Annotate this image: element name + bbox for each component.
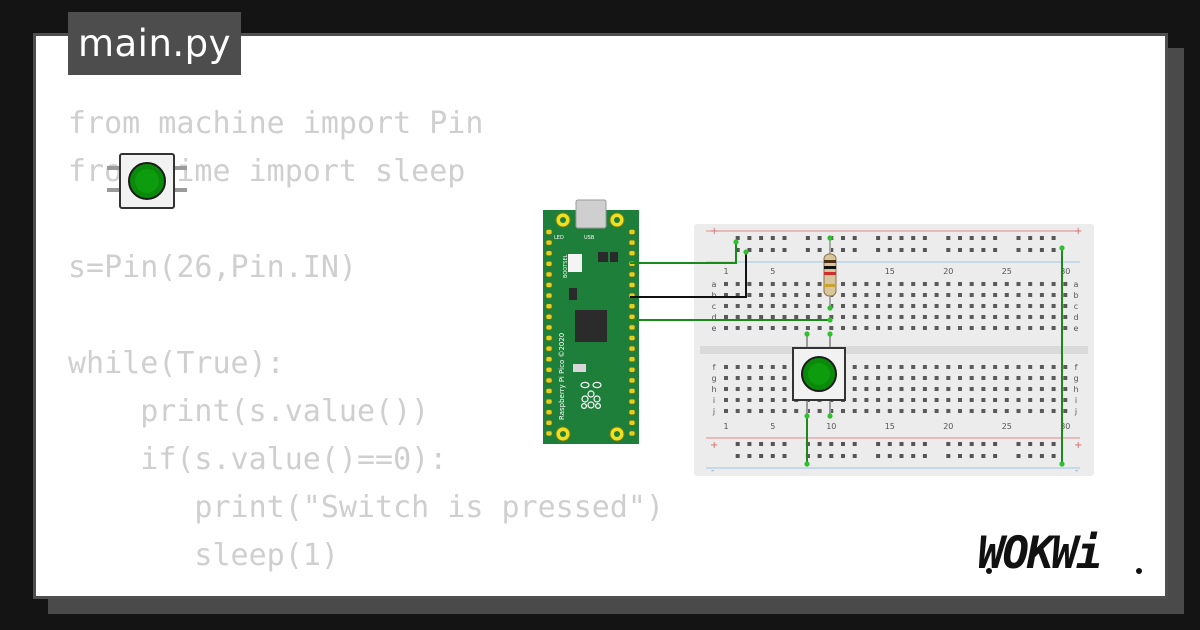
column-label: 25 <box>1002 267 1012 276</box>
column-label: 1 <box>723 422 728 431</box>
pico-brand-label: Raspberry Pi Pico ©2020 <box>558 333 566 420</box>
row-label: d <box>1073 313 1078 322</box>
row-label: e <box>712 324 717 333</box>
wire-endpoints <box>733 235 1065 467</box>
raspberry-pi-pico[interactable]: LED USB BOOTSEL Raspberry Pi Pico ©2020 <box>543 199 639 444</box>
row-label: d <box>711 313 716 322</box>
row-label: h <box>1073 385 1078 394</box>
resistor-component[interactable] <box>823 238 837 308</box>
pico-pin-headers[interactable] <box>545 229 636 437</box>
pushbutton-component[interactable] <box>105 152 189 212</box>
row-label: c <box>1074 302 1078 311</box>
row-label: j <box>712 407 715 416</box>
row-label: b <box>711 291 716 300</box>
rail-minus-label: - <box>1075 466 1078 476</box>
row-label: i <box>1075 396 1077 405</box>
column-label: 30 <box>1060 422 1070 431</box>
column-label: 5 <box>770 267 775 276</box>
row-label: b <box>1073 291 1078 300</box>
column-label: 30 <box>1060 267 1070 276</box>
column-label: 15 <box>885 422 895 431</box>
breadboard[interactable]: + + + + - - 115510101515202025253030aabb… <box>694 224 1094 476</box>
code-line: print(s.value()) <box>68 394 430 429</box>
column-label: 20 <box>943 267 953 276</box>
column-label: 10 <box>826 422 836 431</box>
row-label: f <box>1075 363 1078 372</box>
code-line: from machine import Pin <box>68 106 484 141</box>
breadboard-holes[interactable] <box>724 236 1068 458</box>
column-label: 20 <box>943 422 953 431</box>
bootsel-button[interactable] <box>568 254 582 272</box>
silk-usb-label: USB <box>584 235 595 241</box>
row-label: a <box>712 280 717 289</box>
row-label: e <box>1074 324 1079 333</box>
file-tab-main-py[interactable]: main.py <box>68 12 241 75</box>
rail-plus-label: + <box>710 440 718 451</box>
wires[interactable] <box>630 242 1063 464</box>
breadboard-labels: 115510101515202025253030aabbccddeeffgghh… <box>711 267 1078 431</box>
row-label: g <box>1073 374 1078 383</box>
breadboard-pushbutton[interactable] <box>792 334 846 416</box>
code-line: while(True): <box>68 346 285 381</box>
column-label: 1 <box>723 267 728 276</box>
row-label: h <box>711 385 716 394</box>
column-label: 25 <box>1002 422 1012 431</box>
rail-plus-label: + <box>1074 440 1082 451</box>
column-label: 5 <box>770 422 775 431</box>
row-label: g <box>711 374 716 383</box>
row-label: i <box>713 396 715 405</box>
rp2040-chip <box>575 310 607 342</box>
row-label: j <box>1074 407 1077 416</box>
raspberry-logo-icon <box>580 381 602 410</box>
column-label: 15 <box>885 267 895 276</box>
row-label: f <box>713 363 716 372</box>
usb-port-icon <box>575 199 607 229</box>
rail-plus-label: + <box>1074 226 1082 237</box>
silk-bootsel-label: BOOTSEL <box>563 254 569 278</box>
wokwi-logo-text: WOKWi <box>978 528 1100 576</box>
wokwi-logo: WOKWi <box>978 528 1142 576</box>
code-line: s=Pin(26,Pin.IN) <box>68 250 357 285</box>
rail-minus-label: - <box>711 466 714 476</box>
rail-plus-label: + <box>710 226 718 237</box>
row-label: c <box>712 302 716 311</box>
silk-led-label: LED <box>554 235 564 241</box>
code-line: if(s.value()==0): <box>68 442 448 477</box>
code-line: print("Switch is pressed") <box>68 490 665 525</box>
circuit-diagram[interactable]: + + + + - - 115510101515202025253030aabb… <box>540 198 1100 488</box>
code-line: sleep(1) <box>68 538 339 573</box>
row-label: a <box>1074 280 1079 289</box>
